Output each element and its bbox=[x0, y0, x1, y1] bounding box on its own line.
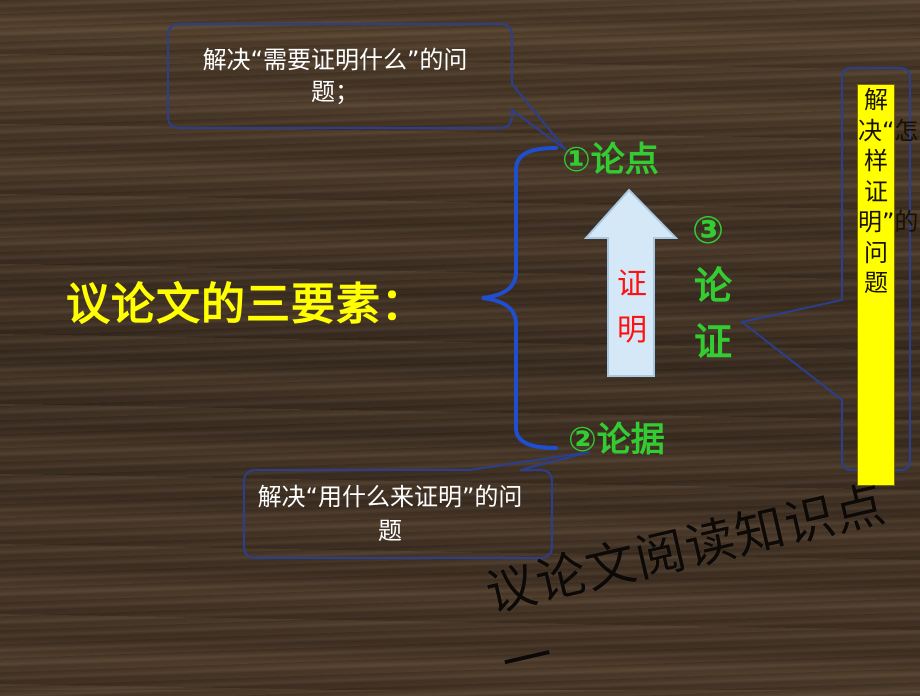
callout-argument-text: 解决“怎样证明”的问题 bbox=[858, 86, 919, 297]
diagram-title: 议论文的三要素： bbox=[66, 279, 426, 330]
callout-top-bubble bbox=[167, 23, 567, 151]
brace bbox=[481, 146, 558, 450]
callout-bottom-bubble bbox=[243, 451, 591, 559]
arrow-label: 证明 bbox=[617, 267, 647, 348]
proof-arrow bbox=[583, 188, 679, 377]
callout-thesis-text: 解决“需要证明什么”的问题； bbox=[202, 46, 468, 106]
element-evidence: ②论据 bbox=[568, 420, 665, 460]
element-argument-number: ③ bbox=[692, 208, 725, 252]
callout-evidence-text: 解决“用什么来证明”的问题 bbox=[257, 483, 523, 545]
callout-argument-box: 解决“怎样证明”的问题 bbox=[857, 84, 919, 486]
element-argument-label: 论证 bbox=[693, 264, 732, 364]
element-thesis: ①论点 bbox=[562, 140, 659, 180]
callout-right-bubble bbox=[739, 67, 911, 471]
